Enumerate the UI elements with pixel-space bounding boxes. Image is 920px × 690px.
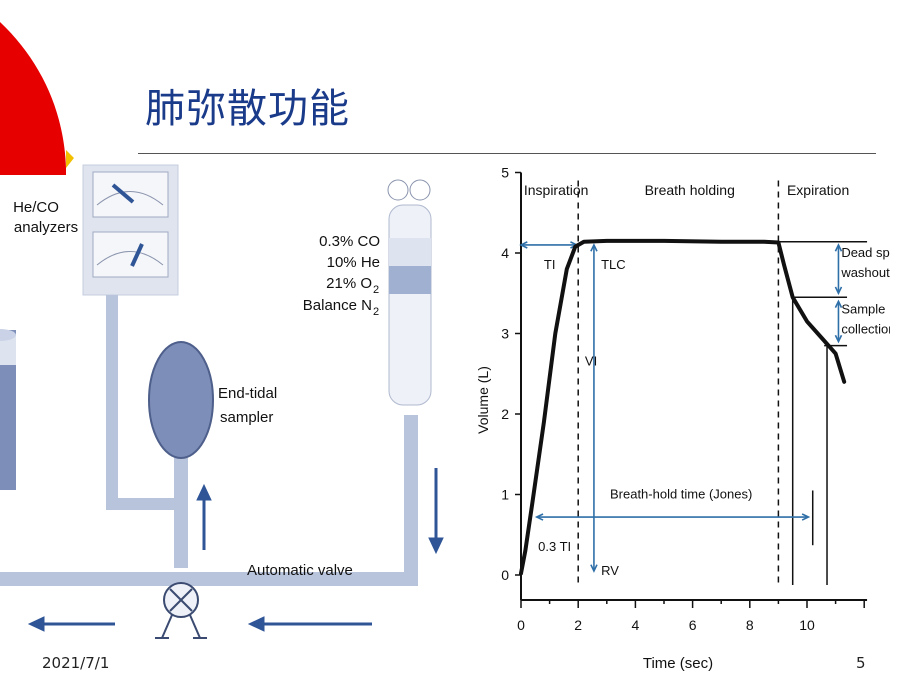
tlc-label: TLC: [601, 257, 626, 272]
dead-space-arrow-tail: [834, 243, 843, 252]
analyzer-label-line1: He/CO: [13, 199, 59, 216]
analyzer-panel: [82, 164, 179, 296]
breath-hold-label: Breath-hold time (Jones): [610, 487, 752, 502]
vi-arrow-head: [590, 564, 598, 573]
y-tick-label: 0: [501, 567, 509, 583]
breath-hold-arrow-tail: [534, 513, 544, 521]
volume-curve-line: [519, 238, 847, 576]
phase-label-expiration: Expiration: [787, 182, 849, 198]
gas-line1: 0.3% CO: [319, 233, 380, 250]
end-tidal-sampler: [148, 341, 214, 459]
left-arrow-icon-2: [247, 616, 372, 632]
decorative-corner-shape: [0, 22, 74, 175]
x-axis-label: Time (sec): [643, 655, 713, 672]
0-3-ti-label: 0.3 TI: [538, 539, 571, 554]
phase-label-breath-holding: Breath holding: [645, 182, 735, 198]
gas-line3-subscript: 2: [373, 284, 379, 296]
slide-title: 肺弥散功能: [145, 86, 350, 132]
down-arrow-icon: [428, 468, 444, 555]
sample-label-line2: collection: [841, 322, 890, 337]
sample-arrow-tail: [834, 299, 843, 308]
chart-axes: 0 1 2 3 4 5 0 2 4 6 8 10: [501, 165, 868, 633]
sample-label-line1: Sample: [841, 301, 885, 316]
volume-curve-layer: [519, 238, 847, 576]
sampler-label-line1: End-tidal: [218, 385, 277, 402]
y-axis-label: Volume (L): [475, 366, 491, 434]
flow-arrows: [27, 468, 444, 632]
x-tick-label: 0: [517, 617, 525, 633]
ti-arrow-tail: [519, 241, 528, 249]
dead-space-label-line1: Dead space: [841, 245, 890, 260]
footer-date: 2021/7/1: [42, 654, 110, 672]
dead-space-arrow-head: [834, 286, 843, 296]
y-tick-label: 5: [501, 165, 509, 181]
left-arrow-icon-1: [27, 616, 115, 632]
volume-time-chart: 0 1 2 3 4 5 0 2 4 6 8 10 Inspiration Breath holding E…: [475, 165, 890, 673]
gas-cylinder: [387, 179, 432, 406]
analyzer-label-line2: analyzers: [14, 219, 78, 236]
vi-arrow-tail: [590, 243, 598, 252]
automatic-valve-icon: [155, 582, 207, 639]
gas-line4-subscript: 2: [373, 306, 379, 318]
valve-label: Automatic valve: [247, 562, 353, 579]
up-arrow-icon: [196, 483, 212, 550]
title-divider: [138, 153, 876, 154]
sample-arrow-head: [834, 334, 843, 344]
apparatus-diagram: He/CO analyzers 0.3% CO 10% He 21% O 2 B…: [0, 164, 444, 639]
x-tick-label: 10: [799, 617, 815, 633]
rv-label: RV: [601, 563, 619, 578]
x-tick-label: 2: [574, 617, 582, 633]
ti-label: TI: [544, 257, 556, 272]
gas-line2: 10% He: [327, 254, 380, 271]
y-tick-label: 2: [501, 406, 509, 422]
y-tick-label: 3: [501, 326, 509, 342]
dead-space-label-line2: washout: [840, 265, 890, 280]
gas-line3: 21% O: [326, 275, 372, 292]
page-number: 5: [856, 654, 866, 672]
x-tick-label: 4: [632, 617, 640, 633]
x-tick-label: 6: [689, 617, 697, 633]
breath-hold-arrow-head: [801, 513, 811, 521]
vi-label: VI: [585, 354, 597, 369]
gas-reservoir: [0, 329, 16, 490]
y-tick-label: 4: [501, 245, 509, 261]
y-tick-label: 1: [501, 487, 509, 503]
x-tick-label: 8: [746, 617, 754, 633]
sampler-label-line2: sampler: [220, 409, 273, 426]
phase-label-inspiration: Inspiration: [524, 182, 589, 198]
tubing: [0, 295, 418, 586]
gas-line4: Balance N: [303, 297, 372, 314]
